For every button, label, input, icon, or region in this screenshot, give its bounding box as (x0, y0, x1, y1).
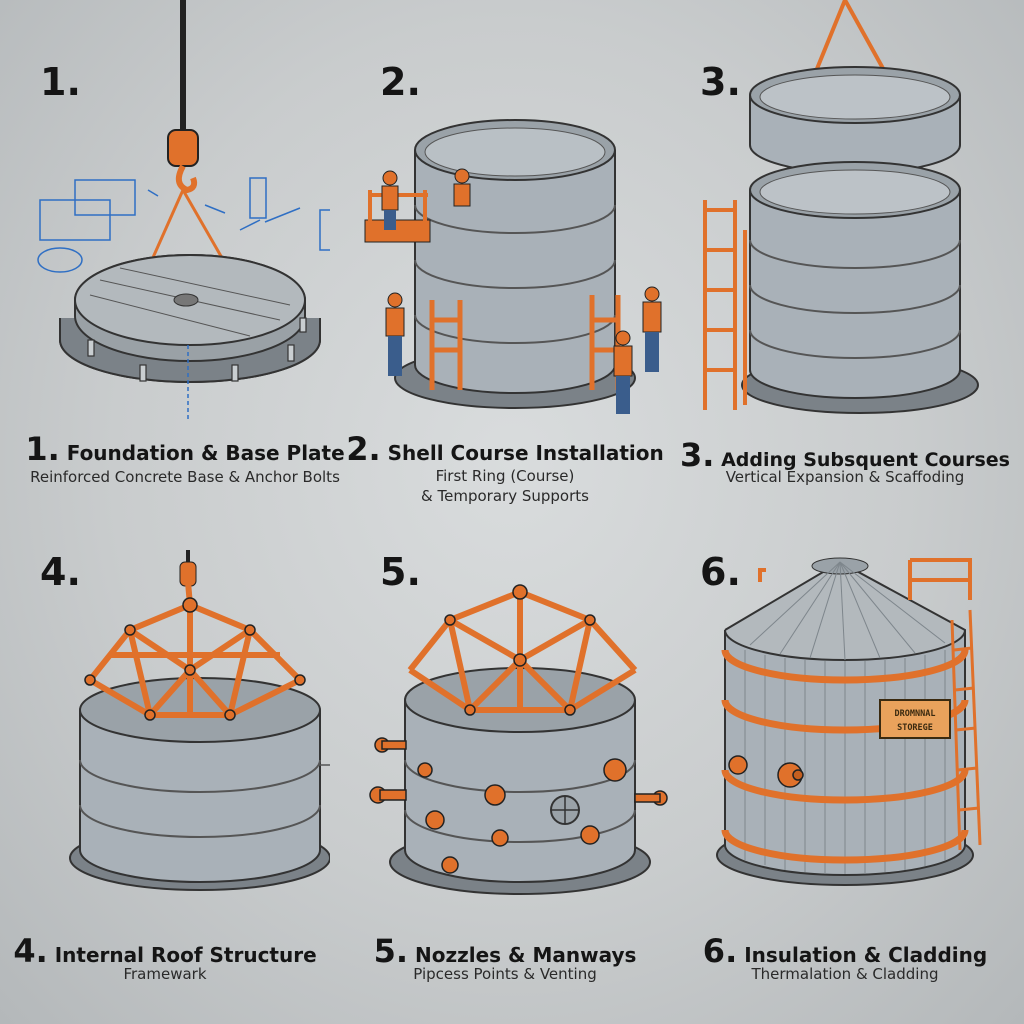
step-subtitle: Pipcess Points & Venting (413, 965, 597, 983)
access-ladder (950, 609, 982, 851)
blueprint-sketch (37, 177, 330, 273)
step-subtitle: Vertical Expansion & Scaffoding (725, 468, 965, 486)
step-number: 5. (380, 550, 421, 594)
crane-hook-icon (175, 164, 198, 194)
roof-structure-illustration (69, 550, 330, 891)
course-seams (79, 759, 321, 838)
tank-shell (749, 190, 961, 399)
nozzles-illustration (369, 584, 668, 895)
scaffolding-tower (703, 200, 747, 410)
crane-hook-block (167, 129, 199, 167)
worker-icon (453, 168, 471, 207)
shell-course-illustration (364, 119, 662, 414)
worker-icon (381, 170, 399, 230)
step-title: 2. Shell Course Installation (346, 430, 664, 468)
insulation-illustration: DROMNNAL STOREGE (716, 557, 982, 886)
anchor-bolts (87, 317, 307, 382)
step-title: 6. Insulation & Cladding (702, 932, 988, 970)
course-seams (749, 239, 961, 359)
roof-framework (407, 589, 638, 713)
step-title: 3. Adding Subsquent Courses (680, 436, 1010, 474)
roof-railing (908, 558, 972, 600)
step-5-panel: 5. 5. Nozzles & (340, 520, 670, 1020)
step-subtitle: Framewark (123, 965, 207, 983)
step-2-panel: 2. (340, 0, 670, 505)
step-title: 1. Foundation & Base Plate (25, 430, 345, 468)
center-hole (173, 293, 199, 307)
step-1-panel: 1. (0, 0, 345, 500)
step-3-panel: 3. 3. Adding Subsquent Courses V (680, 0, 1010, 500)
vent-pipe-icon (758, 568, 766, 582)
step-title: 4. Internal Roof Structure (13, 932, 317, 970)
frame-nodes (444, 584, 596, 716)
tank-shell (79, 710, 321, 883)
step-subtitle: First Ring (Course) & Temporary Supports (421, 467, 589, 505)
conical-roof (724, 560, 967, 661)
cladding-bands (721, 649, 969, 864)
worker-icon (385, 292, 405, 376)
worker-icon (613, 330, 633, 414)
nameplate-line-2: STOREGE (897, 723, 933, 733)
step-6-panel: 6. DROMNNAL STOR (680, 520, 1010, 1020)
step-number: 4. (40, 550, 81, 594)
step-4-panel: 4. 4. Internal Roof Structure F (0, 520, 330, 1020)
step-number: 3. (700, 60, 741, 104)
step-number: 6. (700, 550, 741, 594)
nozzle-icon (369, 737, 668, 874)
step-number: 2. (380, 60, 421, 104)
subsequent-courses-illustration (703, 0, 979, 414)
step-number: 1. (40, 60, 81, 104)
tank-shell (414, 150, 616, 394)
foundation-illustration (37, 0, 330, 420)
step-subtitle: Reinforced Concrete Base & Anchor Bolts (30, 468, 340, 486)
step-subtitle: Thermalation & Cladding (751, 965, 939, 983)
nameplate-line-1: DROMNNAL (895, 709, 936, 719)
tank-nameplate (879, 699, 951, 739)
frame-nodes (84, 597, 306, 721)
roof-panels (749, 561, 946, 661)
worker-icon (642, 286, 662, 372)
tank-shell (404, 700, 636, 883)
step-title: 5. Nozzles & Manways (373, 932, 637, 970)
nozzle-icon (728, 755, 804, 788)
cladding-panels (744, 650, 946, 874)
